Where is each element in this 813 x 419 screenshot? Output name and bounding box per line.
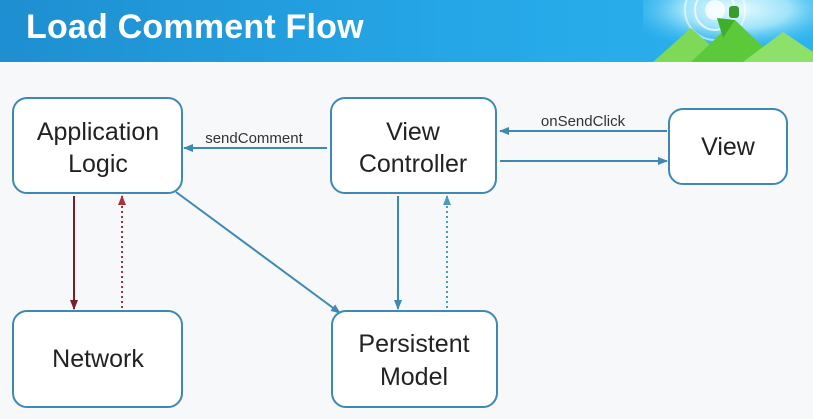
node-network-label: Network xyxy=(52,345,144,373)
edge-logic-to-model-arrow xyxy=(175,191,341,314)
node-application-logic-line2: Logic xyxy=(68,150,128,178)
android-mountain-logo-icon xyxy=(643,0,813,62)
slide-title: Load Comment Flow xyxy=(26,8,364,46)
node-persistent-model: Persistent Model xyxy=(331,310,498,408)
node-view-label: View xyxy=(701,133,756,161)
node-view-controller: View Controller xyxy=(330,97,497,194)
node-application-logic: Application Logic xyxy=(12,97,183,194)
node-view-controller-line2: Controller xyxy=(359,150,467,178)
node-network: Network xyxy=(12,310,183,408)
title-bar: Load Comment Flow xyxy=(0,0,813,62)
node-view-controller-line1: View xyxy=(386,118,441,146)
edge-send-comment-label: sendComment xyxy=(205,130,303,147)
node-view: View xyxy=(668,108,788,185)
node-application-logic-line1: Application xyxy=(37,118,159,146)
node-persistent-model-line1: Persistent xyxy=(358,330,469,358)
node-persistent-model-line2: Model xyxy=(380,363,448,391)
edge-on-send-click-label: onSendClick xyxy=(541,113,626,130)
